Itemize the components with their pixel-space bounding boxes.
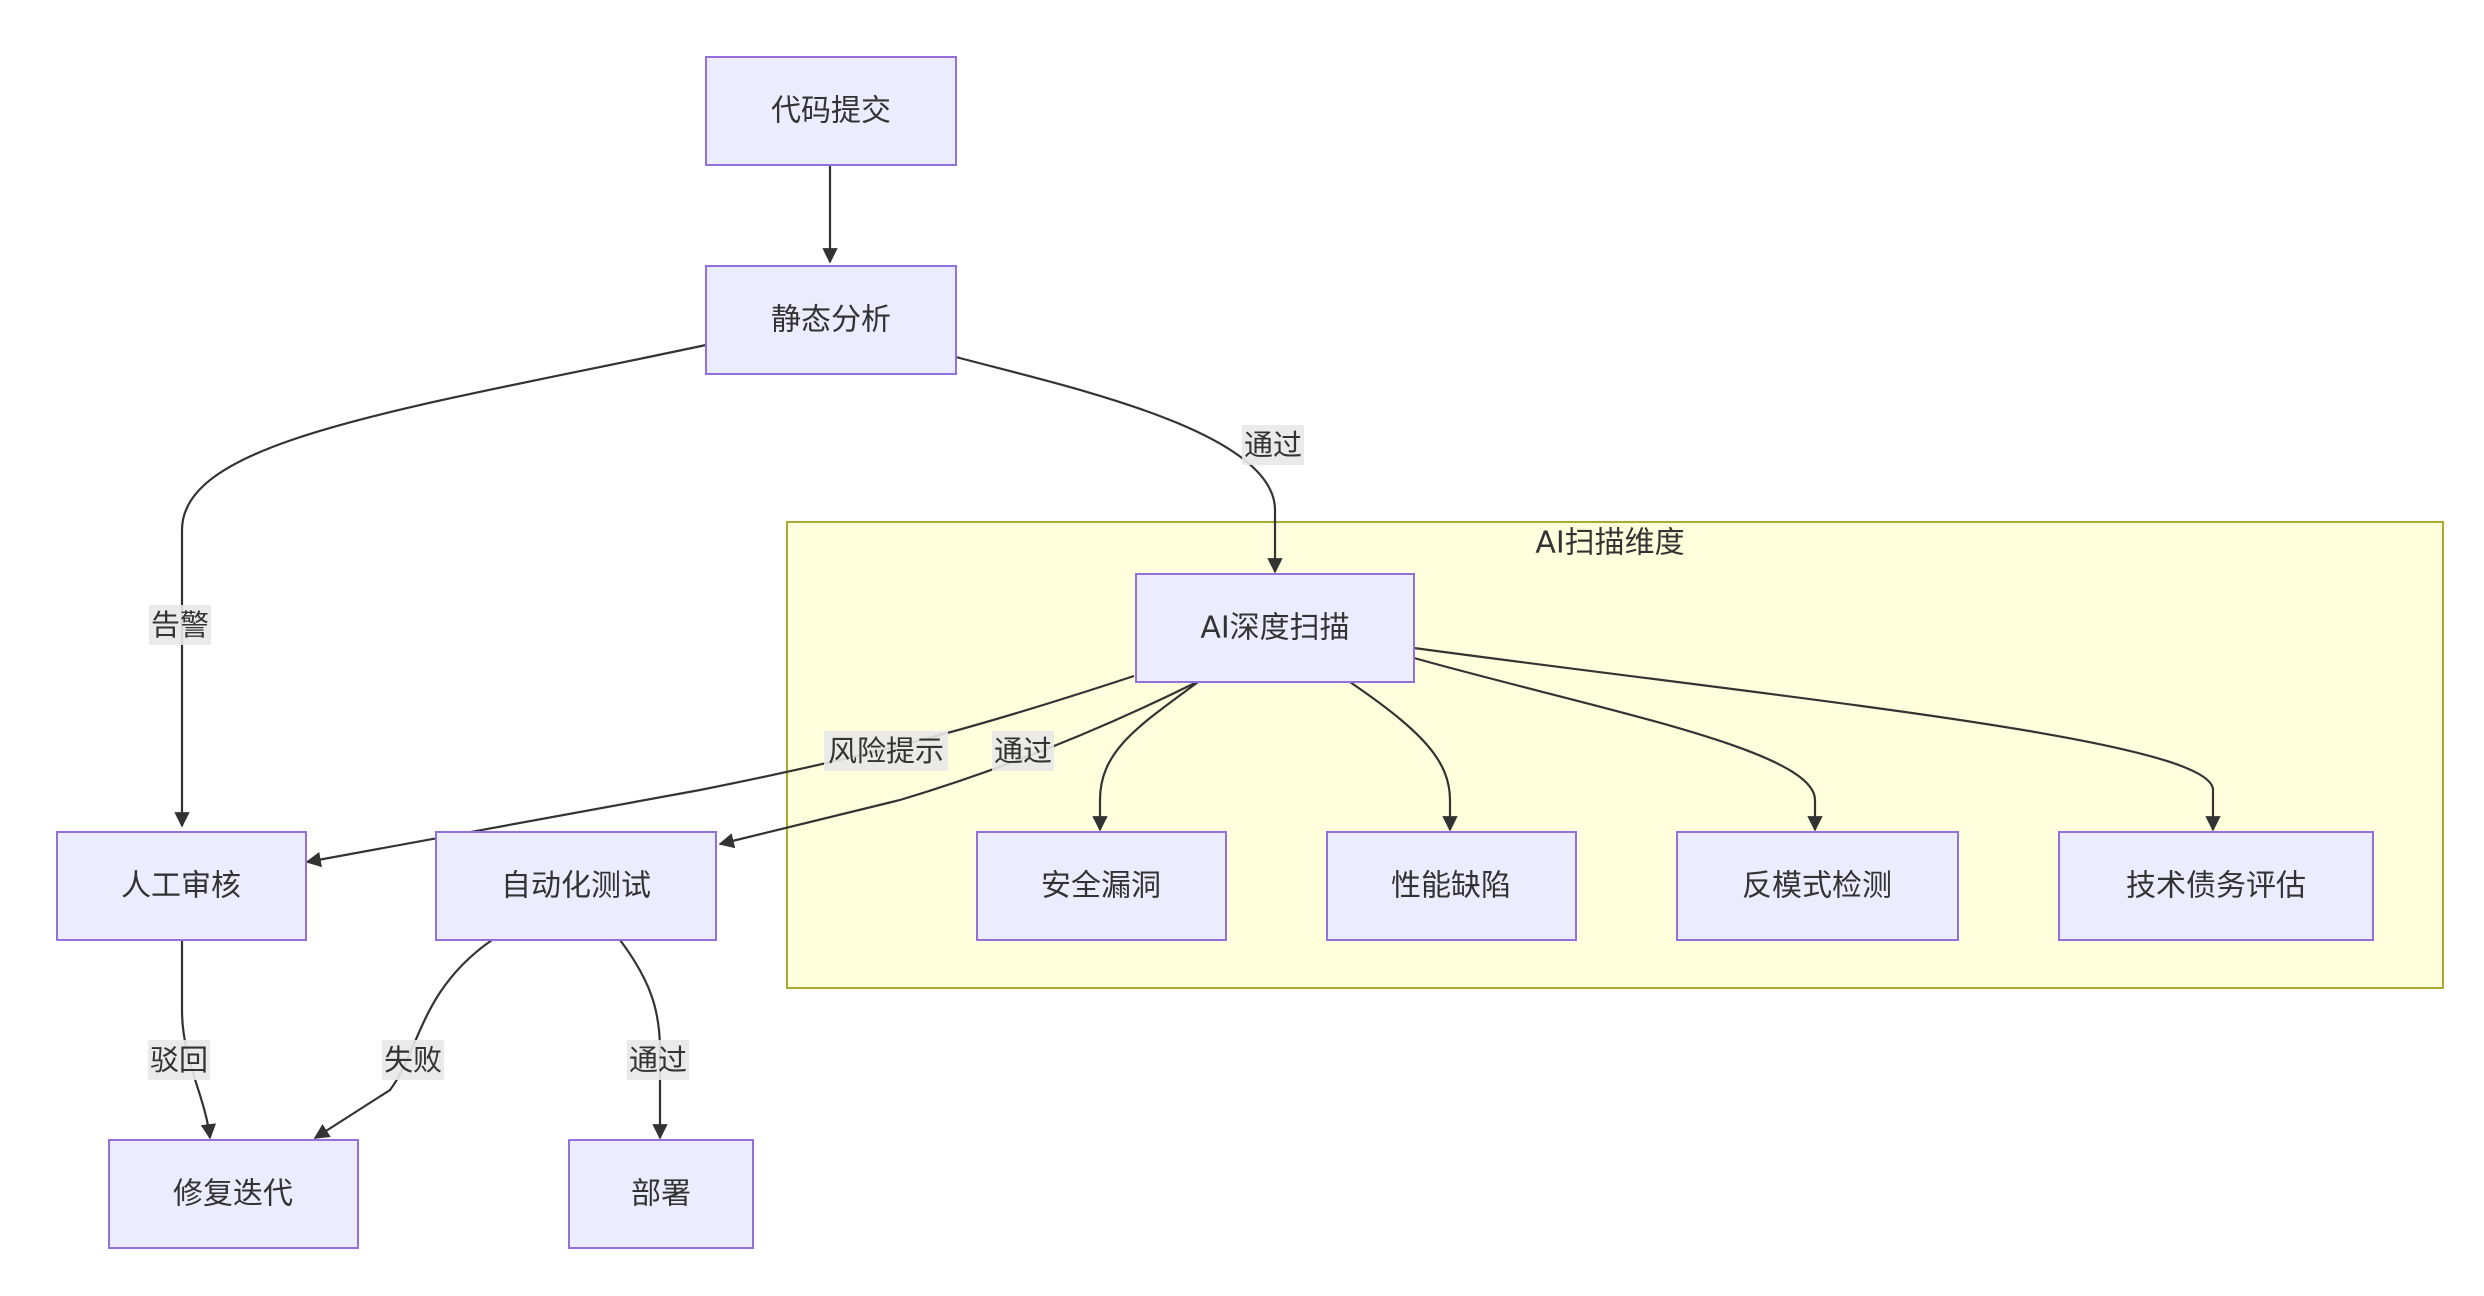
edge-label-manual-to-fix: 驳回 bbox=[148, 1040, 210, 1080]
node-automated-test[interactable]: 自动化测试 bbox=[435, 831, 717, 941]
node-tech-debt-assessment[interactable]: 技术债务评估 bbox=[2058, 831, 2374, 941]
edge-static-to-manual bbox=[174, 343, 707, 828]
node-static-analysis[interactable]: 静态分析 bbox=[705, 265, 957, 375]
node-anti-pattern-detection-label: 反模式检测 bbox=[1742, 869, 1892, 904]
edge-deep-scan-to-techdebt bbox=[1413, 646, 2221, 832]
edge-label-autotest-to-fix: 失败 bbox=[382, 1040, 444, 1080]
edge-label-static-to-deep-scan: 通过 bbox=[1242, 425, 1304, 465]
edge-deep-scan-to-performance bbox=[1349, 681, 1458, 832]
node-manual-review[interactable]: 人工审核 bbox=[56, 831, 307, 941]
node-anti-pattern-detection[interactable]: 反模式检测 bbox=[1676, 831, 1959, 941]
node-performance-defect-label: 性能缺陷 bbox=[1391, 869, 1511, 904]
edge-autotest-to-fix bbox=[313, 939, 493, 1139]
node-static-analysis-label: 静态分析 bbox=[771, 303, 891, 338]
edge-label-autotest-to-deploy: 通过 bbox=[627, 1040, 689, 1080]
edge-label-deep-scan-to-autotest: 通过 bbox=[992, 731, 1054, 771]
edge-deep-scan-to-antipattern bbox=[1413, 656, 1823, 832]
svg-text:失败: 失败 bbox=[384, 1043, 442, 1077]
svg-text:风险提示: 风险提示 bbox=[828, 734, 944, 768]
edge-static-to-deep-scan bbox=[955, 355, 1283, 574]
node-manual-review-label: 人工审核 bbox=[121, 869, 241, 904]
node-automated-test-label: 自动化测试 bbox=[501, 869, 651, 904]
edge-autotest-to-deploy bbox=[619, 939, 668, 1140]
nodes: 代码提交 静态分析 AI深度扫描 人工审核 自动化测试 安全漏洞 性能缺陷 反 bbox=[56, 56, 2374, 1249]
node-ai-deep-scan-label: AI深度扫描 bbox=[1200, 611, 1349, 646]
edges bbox=[174, 165, 2221, 1140]
cluster-title: AI扫描维度 bbox=[1535, 526, 1684, 561]
edge-label-static-to-manual: 告警 bbox=[149, 605, 211, 645]
node-security-vulnerability-label: 安全漏洞 bbox=[1041, 869, 1161, 904]
node-ai-deep-scan[interactable]: AI深度扫描 bbox=[1135, 573, 1415, 683]
svg-text:驳回: 驳回 bbox=[150, 1043, 208, 1077]
node-performance-defect[interactable]: 性能缺陷 bbox=[1326, 831, 1577, 941]
node-fix-iteration-label: 修复迭代 bbox=[173, 1177, 293, 1212]
edge-labels: 告警 通过 风险提示 通过 驳回 失败 通过 bbox=[148, 425, 1304, 1080]
svg-text:通过: 通过 bbox=[629, 1043, 687, 1077]
node-tech-debt-assessment-label: 技术债务评估 bbox=[2126, 869, 2306, 904]
svg-text:通过: 通过 bbox=[994, 734, 1052, 768]
svg-text:通过: 通过 bbox=[1244, 428, 1302, 462]
node-commit-label: 代码提交 bbox=[771, 94, 891, 129]
node-deploy[interactable]: 部署 bbox=[568, 1139, 754, 1249]
node-deploy-label: 部署 bbox=[631, 1177, 691, 1212]
node-security-vulnerability[interactable]: 安全漏洞 bbox=[976, 831, 1227, 941]
node-fix-iteration[interactable]: 修复迭代 bbox=[108, 1139, 359, 1249]
node-commit[interactable]: 代码提交 bbox=[705, 56, 957, 166]
svg-text:告警: 告警 bbox=[151, 608, 209, 642]
edge-manual-to-fix bbox=[180, 940, 217, 1140]
edge-deep-scan-to-security bbox=[1092, 681, 1199, 832]
edge-label-deep-scan-to-manual: 风险提示 bbox=[824, 731, 948, 771]
